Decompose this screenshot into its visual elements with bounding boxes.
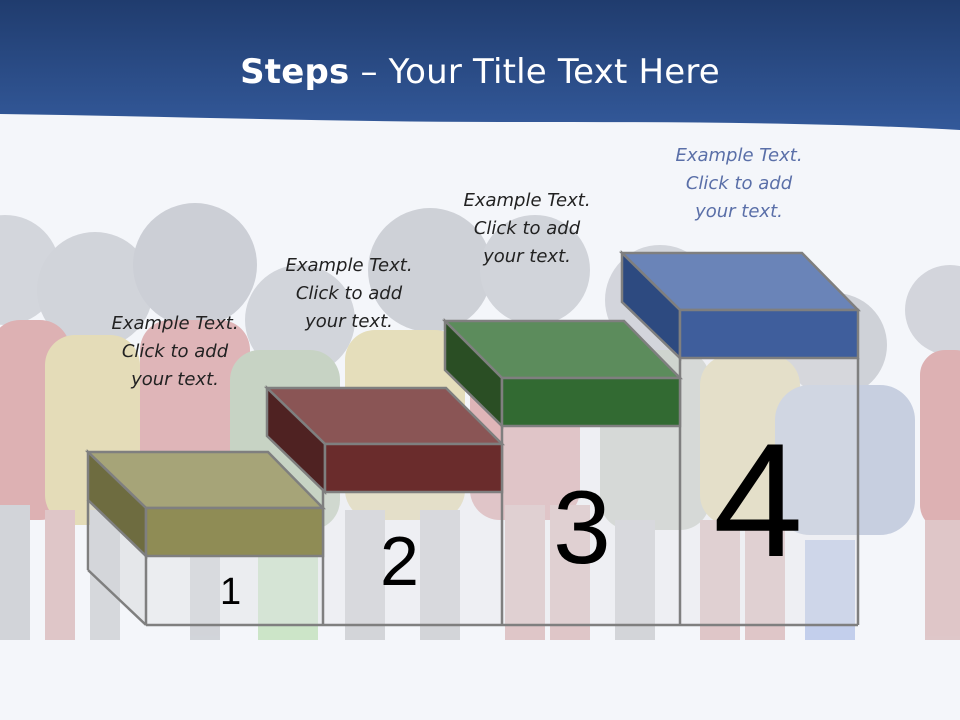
step-2-caption[interactable]: Example Text. Click to add your text. (254, 252, 444, 336)
step-3-number: 3 (553, 470, 611, 586)
caption-line: your text. (695, 201, 783, 222)
caption-line: Click to add (121, 341, 229, 362)
step-1-caption[interactable]: Example Text. Click to add your text. (80, 310, 270, 394)
caption-line: Example Text. (285, 255, 413, 276)
caption-line: Click to add (295, 283, 403, 304)
caption-line: Example Text. (111, 313, 239, 334)
caption-line: your text. (131, 369, 219, 390)
caption-line: Click to add (685, 173, 793, 194)
caption-line: your text. (305, 311, 393, 332)
step-3-block (441, 317, 683, 429)
title-banner (0, 0, 960, 130)
step-3-caption[interactable]: Example Text. Click to add your text. (432, 187, 622, 271)
caption-line: Example Text. (675, 145, 803, 166)
step-4-block (618, 250, 861, 361)
title-bold: Steps (240, 52, 350, 92)
caption-line: Example Text. (463, 190, 591, 211)
step-2-number: 2 (380, 522, 419, 600)
title-rest: – Your Title Text Here (349, 52, 720, 92)
step-1-block (84, 449, 326, 559)
slide-title[interactable]: Steps – Your Title Text Here (0, 52, 960, 92)
caption-line: your text. (483, 246, 571, 267)
caption-line: Click to add (473, 218, 581, 239)
step-4-number: 4 (713, 410, 804, 591)
step-2-block (263, 385, 506, 495)
step-1-number: 1 (220, 571, 242, 613)
step-4-caption[interactable]: Example Text. Click to add your text. (644, 142, 834, 226)
